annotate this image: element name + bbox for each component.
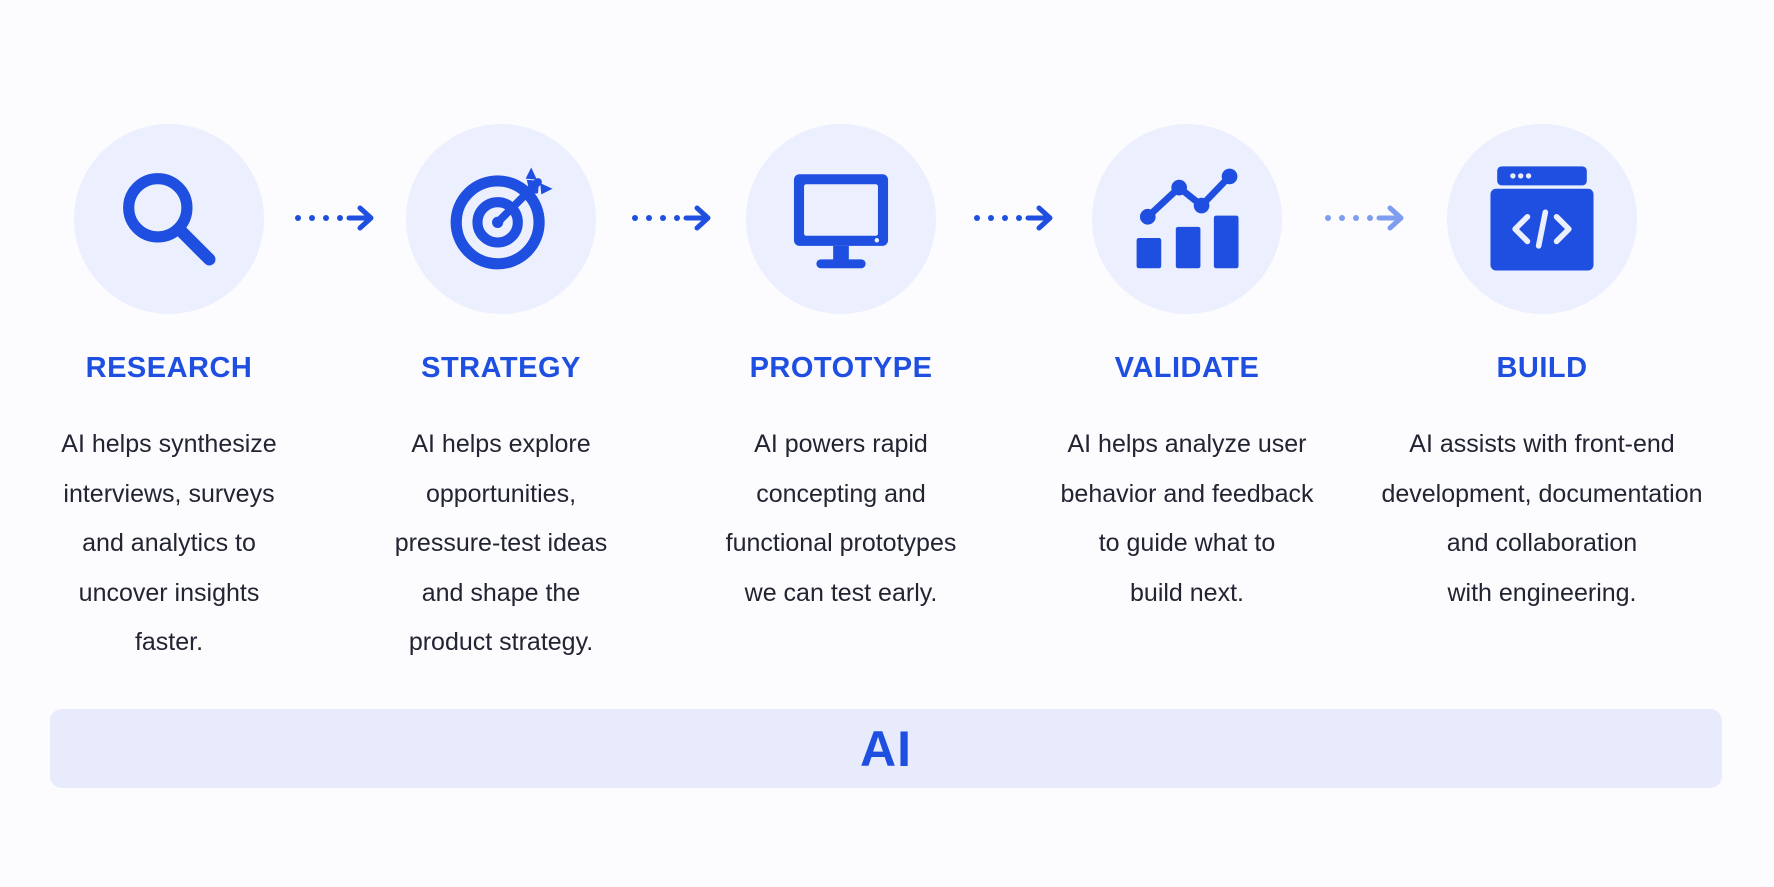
step-description-line: build next. xyxy=(1130,578,1244,607)
step-description: AI helps analyze user behavior and feedb… xyxy=(997,420,1377,618)
step-description-line: product strategy. xyxy=(408,628,594,656)
step-title: BUILD xyxy=(1496,352,1588,384)
monitor-icon xyxy=(793,174,889,269)
step-description-line: and shape the xyxy=(421,578,581,607)
strategy-icon-circle xyxy=(406,124,596,314)
dotted-arrow-icon xyxy=(632,205,711,231)
step-title: VALIDATE xyxy=(1114,352,1260,384)
step-description-line: uncover insights xyxy=(78,578,260,607)
step-description-line: interviews, surveys xyxy=(63,479,275,508)
step-description-line: AI assists with front-end xyxy=(1409,430,1675,458)
connector-1 xyxy=(294,201,376,235)
step-description-line: concepting and xyxy=(756,479,926,508)
validate-icon-circle xyxy=(1092,124,1282,314)
step-description-line: pressure-test ideas xyxy=(394,529,608,557)
research-icon-circle xyxy=(74,124,264,314)
step-description-line: faster. xyxy=(134,628,204,656)
search-icon xyxy=(123,173,216,266)
prototype-icon-circle xyxy=(746,124,936,314)
code-window-icon xyxy=(1490,166,1594,271)
ai-foundation-bar: AI xyxy=(50,709,1722,788)
step-description: AI assists with front-end development, d… xyxy=(1352,420,1732,618)
build-icon-circle xyxy=(1447,124,1637,314)
step-description-line: we can test early. xyxy=(744,578,938,607)
step-description-line: functional prototypes xyxy=(725,529,957,557)
step-description-line: opportunities, xyxy=(425,479,577,508)
step-description: AI powers rapid concepting and functiona… xyxy=(651,420,1031,618)
step-description: AI helps explore opportunities, pressure… xyxy=(311,420,691,668)
step-title: RESEARCH xyxy=(85,352,253,384)
step-description-line: and collaboration xyxy=(1446,529,1638,557)
step-description-line: AI powers rapid xyxy=(754,430,928,458)
connector-3 xyxy=(973,201,1055,235)
connector-2 xyxy=(631,201,713,235)
step-description-line: AI helps explore xyxy=(411,430,591,458)
step-description-line: with engineering. xyxy=(1447,578,1637,607)
step-description-line: and analytics to xyxy=(82,529,256,557)
dotted-arrow-icon xyxy=(295,205,374,231)
step-description-line: behavior and feedback xyxy=(1060,479,1314,508)
chart-icon xyxy=(1136,168,1239,269)
step-description: AI helps synthesize interviews, surveys … xyxy=(0,420,359,668)
step-description-line: to guide what to xyxy=(1098,529,1276,557)
ai-label: AI xyxy=(860,720,912,777)
step-title: PROTOTYPE xyxy=(749,352,933,384)
step-description-line: development, documentation xyxy=(1381,479,1703,508)
connector-4 xyxy=(1324,201,1406,235)
dotted-arrow-icon xyxy=(1325,205,1404,231)
target-icon xyxy=(450,167,553,270)
dotted-arrow-icon xyxy=(974,205,1053,231)
step-title: STRATEGY xyxy=(421,352,581,384)
step-description-line: AI helps analyze user xyxy=(1067,430,1307,458)
step-description-line: AI helps synthesize xyxy=(61,430,277,458)
